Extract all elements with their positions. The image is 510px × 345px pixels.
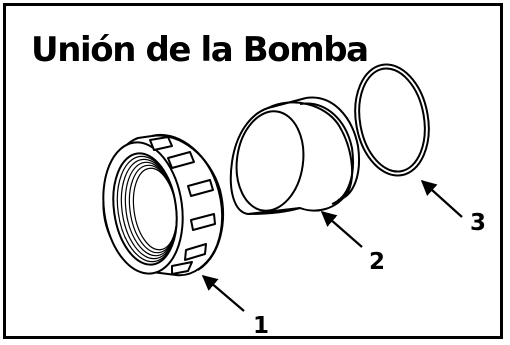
callout-label-3: 3 <box>470 210 486 236</box>
o-ring-part <box>354 63 430 177</box>
diagram-title: Unión de la Bomba <box>31 30 369 70</box>
union-nut-part <box>102 133 224 277</box>
tailpiece-part <box>229 96 360 215</box>
callout-arrow-2 <box>320 210 363 248</box>
callout-label-2: 2 <box>369 249 385 275</box>
callout-arrow-1 <box>201 275 245 312</box>
callout-label-1: 1 <box>253 313 269 339</box>
callout-arrow-3 <box>420 179 463 218</box>
